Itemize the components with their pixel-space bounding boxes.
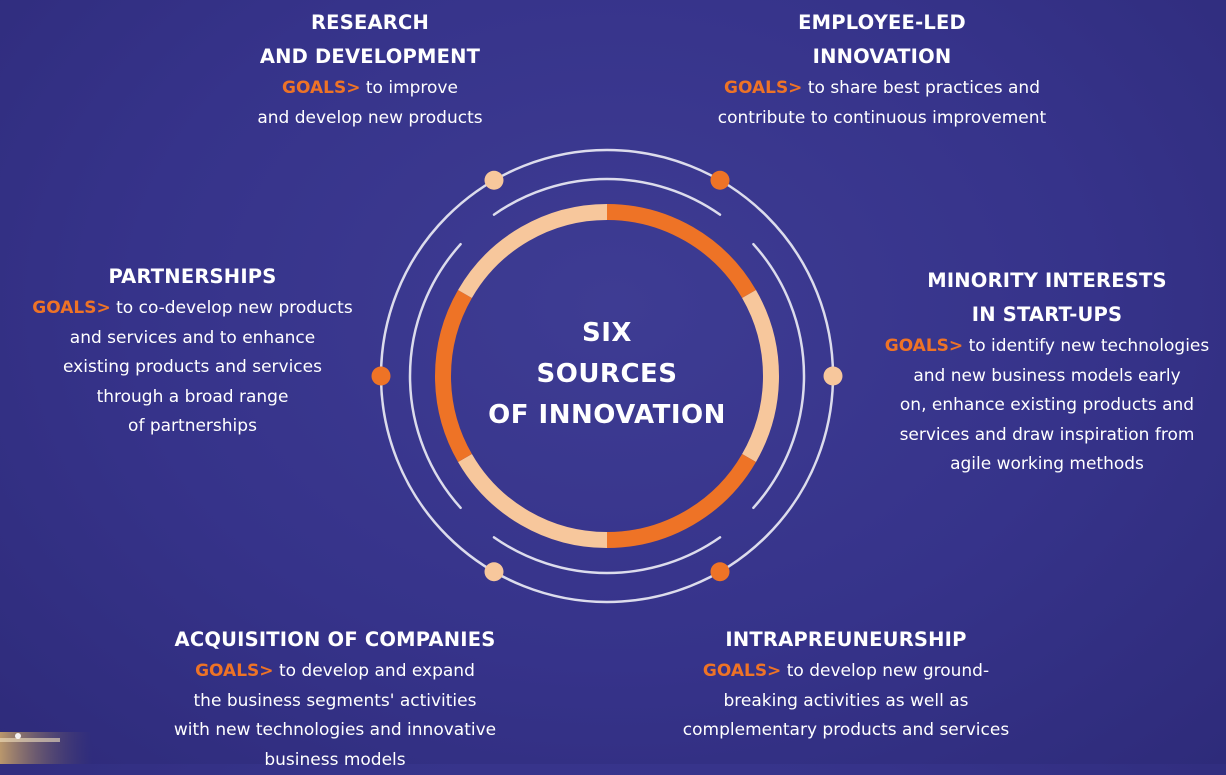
source-partnerships: PARTNERSHIPS GOALS> to co-develop new pr… [10,260,375,442]
goals-label: GOALS> [32,298,110,318]
intrapreneurship-title: INTRAPREUNEURSHIP [650,623,1042,657]
minority-title-line-1: MINORITY INTERESTS [862,264,1226,298]
source-segment-1 [607,212,749,294]
research-title-line-1: RESEARCH [220,6,520,40]
building-photo-fragment [0,724,92,764]
partnerships-goals: GOALS> to co-develop new products and se… [10,294,375,442]
acquisition-goal-line-4: business models [140,746,530,775]
acquisition-goals: GOALS> to develop and expand the busines… [140,657,530,775]
source-acquisition: ACQUISITION OF COMPANIES GOALS> to devel… [140,623,530,775]
partnerships-goal-line-1: to co-develop new products [116,298,353,318]
source-segment-4 [465,458,607,540]
minority-goal-line-4: services and draw inspiration from [862,421,1226,451]
source-segment-2 [749,294,771,458]
partnerships-goal-line-5: of partnerships [10,412,375,442]
source-segment-5 [443,294,465,458]
goals-label: GOALS> [195,661,273,681]
center-title-line-3: OF INNOVATION [467,395,747,436]
employee-title: EMPLOYEE-LED INNOVATION [672,6,1092,74]
source-segment-6 [465,212,607,294]
goals-label: GOALS> [282,78,360,98]
employee-goals: GOALS> to share best practices and contr… [672,74,1092,133]
research-title: RESEARCH AND DEVELOPMENT [220,6,520,74]
acquisition-goal-line-2: the business segments' activities [140,687,530,717]
partnerships-goal-line-2: and services and to enhance [10,324,375,354]
acquisition-title-line-1: ACQUISITION OF COMPANIES [140,623,530,657]
goals-label: GOALS> [703,661,781,681]
partnerships-title: PARTNERSHIPS [10,260,375,294]
research-goal-line-1: to improve [366,78,458,98]
intrapreneurship-title-line-1: INTRAPREUNEURSHIP [650,623,1042,657]
source-intrapreneurship: INTRAPREUNEURSHIP GOALS> to develop new … [650,623,1042,746]
employee-goal-line-1: to share best practices and [808,78,1040,98]
source-dot-1 [485,171,504,190]
intrapreneurship-goal-line-1: to develop new ground- [787,661,989,681]
intrapreneurship-goals: GOALS> to develop new ground- breaking a… [650,657,1042,746]
minority-title: MINORITY INTERESTS IN START-UPS [862,264,1226,332]
acquisition-title: ACQUISITION OF COMPANIES [140,623,530,657]
source-dot-4 [711,562,730,581]
minority-goal-line-1: to identify new technologies [969,336,1210,356]
source-minority-interests: MINORITY INTERESTS IN START-UPS GOALS> t… [862,264,1226,480]
minority-goals: GOALS> to identify new technologies and … [862,332,1226,480]
center-title-line-1: SIX [467,313,747,354]
employee-goal-line-2: contribute to continuous improvement [672,104,1092,134]
minority-goal-line-2: and new business models early [862,362,1226,392]
research-goals: GOALS> to improve and develop new produc… [220,74,520,133]
research-goal-line-2: and develop new products [220,104,520,134]
partnerships-goal-line-3: existing products and services [10,353,375,383]
center-title: SIX SOURCES OF INNOVATION [467,313,747,436]
acquisition-goal-line-3: with new technologies and innovative [140,716,530,746]
source-segment-3 [607,458,749,540]
source-research-development: RESEARCH AND DEVELOPMENT GOALS> to impro… [220,6,520,133]
center-title-line-2: SOURCES [467,354,747,395]
employee-title-line-1: EMPLOYEE-LED [672,6,1092,40]
source-dot-3 [824,367,843,386]
goals-label: GOALS> [885,336,963,356]
goals-label: GOALS> [724,78,802,98]
minority-goal-line-3: on, enhance existing products and [862,391,1226,421]
source-dot-5 [485,562,504,581]
minority-title-line-2: IN START-UPS [862,298,1226,332]
acquisition-goal-line-1: to develop and expand [279,661,475,681]
minority-goal-line-5: agile working methods [862,450,1226,480]
research-title-line-2: AND DEVELOPMENT [220,40,520,74]
partnerships-title-line-1: PARTNERSHIPS [10,260,375,294]
partnerships-goal-line-4: through a broad range [10,383,375,413]
source-dot-2 [711,171,730,190]
intrapreneurship-goal-line-2: breaking activities as well as [650,687,1042,717]
intrapreneurship-goal-line-3: complementary products and services [650,716,1042,746]
employee-title-line-2: INNOVATION [672,40,1092,74]
source-employee-led-innovation: EMPLOYEE-LED INNOVATION GOALS> to share … [672,6,1092,133]
